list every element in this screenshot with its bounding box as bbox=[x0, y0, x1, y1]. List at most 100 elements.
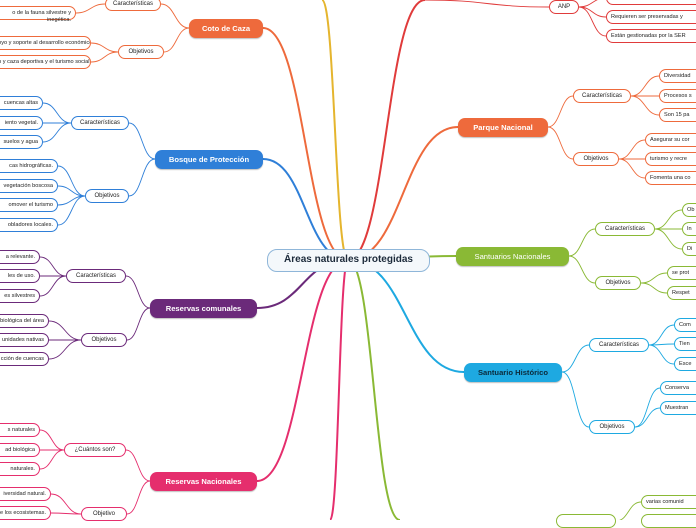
reservas-cuantos-son[interactable]: ¿Cuántos son? bbox=[64, 443, 126, 457]
reservas-cuantos-item-1[interactable]: s naturales bbox=[0, 423, 40, 437]
bosque-carac-item-1[interactable]: cuencas altas bbox=[0, 96, 43, 110]
reservas-sub-1 bbox=[126, 480, 151, 515]
historico-caracteristicas[interactable]: Características bbox=[589, 338, 649, 352]
parque-obj-item-2[interactable]: turismo y recre bbox=[645, 152, 696, 166]
parque-obj-item-1[interactable]: Asegurar su cor bbox=[645, 133, 696, 147]
santuarios-carac-item-1[interactable]: Ob bbox=[682, 203, 696, 217]
coto-obj-leaf-1 bbox=[90, 51, 119, 63]
comunales-carac-item-2[interactable]: les de uso. bbox=[0, 269, 40, 283]
historico-obj-leaf-1 bbox=[634, 407, 661, 428]
bosque-obj-item-4[interactable]: obladores locales. bbox=[0, 218, 58, 232]
parque-objetivos[interactable]: Objetivos bbox=[573, 152, 619, 166]
connector-reservas bbox=[256, 259, 349, 482]
reservas-obj-leaf-0 bbox=[50, 493, 82, 515]
connector-bottom-right bbox=[347, 259, 401, 520]
reservas-obj-leaf-1 bbox=[50, 512, 82, 515]
bosque-caracteristicas[interactable]: Características bbox=[71, 116, 129, 130]
comunales-obj-item-1[interactable]: biológica del área bbox=[0, 314, 49, 328]
reservas-cuantos-item-3[interactable]: naturales. bbox=[0, 462, 40, 476]
comunales-objetivos[interactable]: Objetivos bbox=[81, 333, 127, 347]
coto-carac-item-2[interactable]: inegética. bbox=[47, 17, 71, 23]
coto-obj-item-2[interactable]: ón y caza deportiva y el turismo social. bbox=[0, 55, 91, 69]
santuarios-carac-item-3[interactable]: Di bbox=[682, 242, 696, 256]
parque-carac-item-2[interactable]: Procesos s bbox=[659, 89, 696, 103]
comunales-caracteristicas[interactable]: Características bbox=[66, 269, 126, 283]
connector-anp bbox=[347, 0, 426, 261]
topic-bosque-de-proteccion[interactable]: Bosque de Protección bbox=[155, 150, 263, 169]
coto-carac-item-1[interactable]: o de la fauna silvestre y bbox=[0, 6, 76, 20]
coto-sub-1 bbox=[163, 27, 190, 53]
coto-sub-0 bbox=[160, 3, 190, 29]
santuarios-caracteristicas[interactable]: Características bbox=[595, 222, 655, 236]
parque-carac-leaf-2 bbox=[630, 95, 660, 116]
topic-santuario-historico[interactable]: Santuario Histórico bbox=[464, 363, 562, 382]
topic-reservas-comunales[interactable]: Reservas comunales bbox=[150, 299, 257, 318]
historico-sub-0 bbox=[561, 344, 590, 373]
connector-top bbox=[321, 0, 349, 261]
bosque-obj-item-3[interactable]: omover el turismo bbox=[0, 198, 58, 212]
bosque-obj-item-2[interactable]: vegetación boscosa bbox=[0, 179, 58, 193]
historico-carac-item-3[interactable]: Esce bbox=[674, 357, 696, 371]
comunales-carac-item-1[interactable]: a relevante. bbox=[0, 250, 40, 264]
comunales-obj-leaf-0 bbox=[48, 320, 82, 341]
bosque-carac-item-2[interactable]: iento vegetal. bbox=[0, 116, 43, 130]
topic-reservas-nacionales[interactable]: Reservas Nacionales bbox=[150, 472, 257, 491]
reservas-objetivo[interactable]: Objetivo bbox=[81, 507, 127, 521]
reservas-obj-item-1[interactable]: iversidad natural. bbox=[0, 487, 51, 501]
coto-caracteristicas[interactable]: Características bbox=[105, 0, 161, 11]
bottom-item-1[interactable]: varias comunid bbox=[641, 495, 696, 509]
anp-item-2[interactable]: Están gestionadas por la SER bbox=[606, 29, 696, 43]
parque-sub-1 bbox=[547, 126, 574, 160]
coto-carac-leaf-0 bbox=[75, 3, 106, 14]
bosque-objetivos[interactable]: Objetivos bbox=[85, 189, 129, 203]
reservas-cuantos-leaf-2 bbox=[39, 449, 65, 470]
santuarios-obj-item-1[interactable]: se prot bbox=[667, 266, 696, 280]
topic-coto-de-caza[interactable]: Coto de Caza bbox=[189, 19, 263, 38]
anp-node[interactable]: ANP bbox=[549, 0, 579, 14]
santuarios-obj-item-2[interactable]: Respet bbox=[667, 286, 696, 300]
comunales-obj-item-3[interactable]: cción de cuencas bbox=[0, 352, 49, 366]
bottom-sub-node bbox=[556, 514, 616, 528]
anp-item-1[interactable]: Requieren ser preservadas y bbox=[606, 10, 696, 24]
parque-obj-item-3[interactable]: Fomenta una co bbox=[645, 171, 696, 185]
historico-obj-item-2[interactable]: Muestran bbox=[660, 401, 696, 415]
historico-objetivos[interactable]: Objetivos bbox=[589, 420, 635, 434]
historico-carac-leaf-0 bbox=[648, 324, 675, 346]
central-topic[interactable]: Áreas naturales protegidas bbox=[267, 249, 430, 272]
comunales-sub-0 bbox=[125, 275, 151, 309]
anp-item-top bbox=[606, 0, 696, 5]
santuarios-sub-1 bbox=[568, 255, 596, 284]
bosque-carac-item-3[interactable]: suelos y agua bbox=[0, 135, 43, 149]
connector-bosque bbox=[262, 158, 349, 261]
coto-obj-item-1[interactable]: poyo y soporte al desarrollo económico bbox=[0, 36, 91, 50]
comunales-carac-leaf-2 bbox=[39, 275, 67, 297]
bosque-obj-item-1[interactable]: cas hidrográficas. bbox=[0, 159, 58, 173]
bosque-obj-leaf-3 bbox=[57, 195, 86, 226]
anp-leaf-2 bbox=[578, 6, 607, 37]
comunales-sub-1 bbox=[126, 307, 151, 341]
historico-carac-item-1[interactable]: Com bbox=[674, 318, 696, 332]
comunales-carac-item-3[interactable]: es silvestres bbox=[0, 289, 40, 303]
santuarios-carac-leaf-2 bbox=[654, 228, 683, 250]
reservas-cuantos-leaf-0 bbox=[39, 429, 65, 451]
comunales-obj-item-2[interactable]: unidades nativas bbox=[0, 333, 49, 347]
connector-bottom-left bbox=[329, 259, 349, 520]
topic-parque-nacional[interactable]: Parque Nacional bbox=[458, 118, 548, 137]
reservas-cuantos-item-2[interactable]: ad biológica bbox=[0, 443, 40, 457]
reservas-sub-0 bbox=[125, 449, 151, 482]
parque-carac-item-3[interactable]: Son 15 pa bbox=[659, 108, 696, 122]
historico-obj-item-1[interactable]: Conserva bbox=[660, 381, 696, 395]
bosque-obj-leaf-0 bbox=[57, 165, 86, 197]
topic-santuarios-nacionales[interactable]: Santuarios Nacionales bbox=[456, 247, 569, 266]
santuarios-objetivos[interactable]: Objetivos bbox=[595, 276, 641, 290]
coto-objetivos[interactable]: Objetivos bbox=[118, 45, 164, 59]
parque-caracteristicas[interactable]: Características bbox=[573, 89, 631, 103]
santuarios-carac-item-2[interactable]: In bbox=[682, 222, 696, 236]
historico-carac-item-2[interactable]: Tien bbox=[674, 337, 696, 351]
bottom-leaf-0 bbox=[618, 501, 642, 520]
santuarios-sub-0 bbox=[568, 228, 596, 257]
parque-carac-item-1[interactable]: Diversidad bbox=[659, 69, 696, 83]
reservas-obj-item-2[interactable]: e los ecosistemas. bbox=[0, 506, 51, 520]
parque-obj-leaf-0 bbox=[618, 139, 646, 160]
connector-coto bbox=[262, 27, 349, 261]
